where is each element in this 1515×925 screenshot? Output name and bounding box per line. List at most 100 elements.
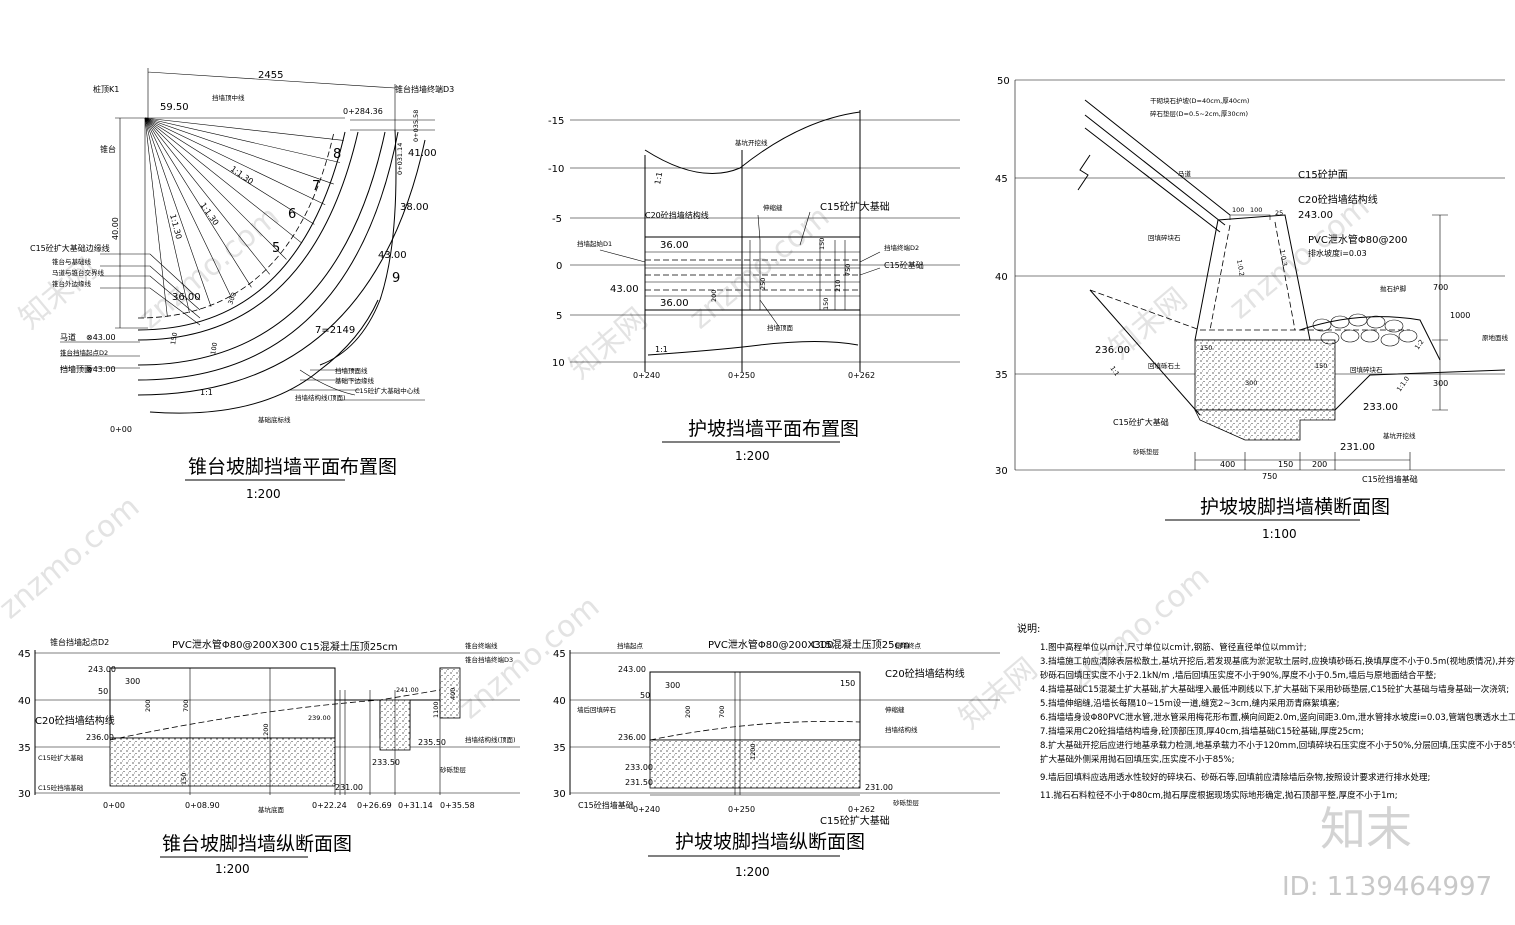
note-item: 3.挡墙施工前应清除表层松散土,基坑开挖后,若发现基底为淤泥软土层时,应换填砂砾… [1040,656,1515,667]
tick-y: 0 [556,261,562,272]
label-pvc: PVC泄水管Φ80@200X300 [708,638,833,651]
plan-slope-drawing: -15 -10 -5 0 5 10 36.00 43.00 36.00 1:1 … [548,110,960,463]
slope-10: 1:1.0 [1395,375,1411,393]
station-250: 0+250 [728,805,755,814]
fan-ray [144,117,326,206]
fan-ray [144,117,287,260]
tick-y: 30 [553,789,566,800]
label-c15-center: C15砼扩大基础中心线 [355,386,420,395]
station-2224: 0+22.24 [312,801,347,810]
label-wall-top: 挡墙顶面 [767,323,794,332]
elev-235: 235.50 [418,738,446,747]
end-d3-label: 锥台挡墙终端D3 [395,84,454,94]
label-c20-line: C20砼挡墙结构线 [885,667,965,680]
label-wall-struct: 挡墙结构线(顶面) [295,393,346,402]
image-id: ID: 1139464997 [1282,872,1492,902]
station-284: 0+284.36 [343,107,383,116]
fan-ray [144,117,212,307]
dim-700: 700 [718,706,726,718]
dim-100b: 100 [1250,206,1262,214]
note-item: 5.挡墙伸缩缝,沿墙长每隔10~15m设一道,缝宽2~3cm,缝内采用沥青麻絮填… [1040,698,1340,709]
label-d1: 挡墙起始D1 [577,239,612,248]
label-pit-bottom: 基坑底面 [258,805,285,814]
label-c15-found: C15砼挡墙基础 [1362,474,1418,484]
elev-40: 38.00 [400,202,429,213]
fan-ray [144,117,270,275]
dim-100: 100 [209,342,219,356]
tick-y: 40 [18,696,31,707]
dim-750: 750 [844,264,852,276]
label-c20-line: C20砼挡墙结构线 [35,714,115,727]
label-joint: 伸缩缝 [885,705,905,714]
tick-y: 45 [995,174,1008,185]
note-item: 4.挡墙基础C15混凝土扩大基础,扩大基础埋入最低冲刷线以下,扩大基础下采用砂砾… [1040,684,1509,695]
elev-243: 243.00 [1298,210,1333,221]
dim-1000: 1000 [1450,311,1470,320]
riprap-stone [1366,315,1386,329]
wall-top-elev: ⊗43.00 [86,365,116,374]
slope-1: 1:1.30 [229,164,255,186]
elev-41: 41.00 [408,148,437,159]
label-c15-base: C15砼扩大基础 [820,200,890,213]
label-wall-top-line: 挡墙顶面线 [335,366,368,375]
elev-231: 231.00 [865,783,893,792]
cone-label: 锥台 [100,144,116,154]
berm-elev: ⊗43.00 [86,333,116,342]
tick-y: -15 [548,116,564,127]
dim-200: 200 [144,700,152,712]
tick-y: 45 [18,649,31,660]
label-c15-found: C15砼基础 [884,260,924,270]
elev-231: 231.00 [1340,442,1375,453]
label-c15-found: C15砼挡墙基础 [578,800,634,810]
note-item: 砂砾石回填压实度不小于2.1kN/m ,墙后回填压实度不小于90%,厚度不小于0… [1040,670,1436,681]
dim-25: 25 [1275,209,1283,217]
tick-y: 35 [995,370,1008,381]
tick-y: 35 [553,743,566,754]
label-base-bottom: 基础底标线 [258,415,291,424]
elev-236: 236.00 [618,733,646,742]
tick-y: -5 [552,214,562,225]
label-start: 挡墙起点 [617,641,644,650]
note-item: 11.抛石石料粒径不小于Φ80cm,抛石厚度根据现场实际地形确定,抛石顶部平整,… [1040,790,1398,801]
label-c15-expand: C15砼扩大基础 [38,753,84,762]
label-berm-line: 马道与锥台交界线 [52,268,105,277]
elev-36-top: 36.00 [660,240,689,251]
dim-150: 150 [169,332,179,346]
label-backfill-2: 回填碎块石 [1350,365,1383,374]
section-mark-8: 8 [333,147,341,162]
dim-250: 250 [759,278,767,290]
label-end: 挡墙终点 [895,641,922,650]
station-035: 0+035.58 [412,110,420,142]
brand-logo: 知末 [1320,802,1412,856]
dim-210: 210 [834,280,842,292]
dim-50: 50 [98,687,108,696]
fan-ray [144,117,302,243]
elev-233: 233.50 [372,758,400,767]
fan-ray [144,117,233,299]
dim-300: 300 [1245,379,1257,387]
dim-1100: 1100 [432,701,440,718]
slope-3: 1:1.30 [168,213,183,240]
watermark-cn: 知末网 [953,651,1044,736]
tick-y: 40 [995,272,1008,283]
tick-y: 30 [995,466,1008,477]
elev-239: 239.00 [308,714,331,722]
long-slope-drawing: 45 40 35 30 挡墙起点 PVC泄水管Φ80@200X300 C15混凝… [553,638,1000,879]
label-pit-line: 基坑开挖线 [1383,431,1416,440]
elev-236: 236.00 [1095,345,1130,356]
label-wall-struct: 挡墙结构线 [885,725,918,734]
notes-heading: 说明: [1017,622,1040,635]
fan-ray [144,117,344,141]
apex-label: 桩顶K1 [93,84,119,94]
dim-1200: 1200 [749,743,757,760]
plan-cone-drawing: 2455 40.00 59.50 桩顶K1 锥台 挡墙顶中线 锥台挡墙终端D3 … [30,68,454,501]
dim-700: 700 [1433,283,1448,292]
section-mark-6: 6 [288,207,296,222]
label-rock-toe: 抛石护脚 [1380,284,1407,293]
riprap-stone [1384,319,1404,333]
slope-top: 1:1 [653,171,664,185]
slope-2: 1:1.30 [198,201,220,227]
title-plan-slope: 护坡挡墙平面布置图 [688,418,859,440]
dim-400: 400 [449,688,457,700]
fan-ray [144,117,190,314]
